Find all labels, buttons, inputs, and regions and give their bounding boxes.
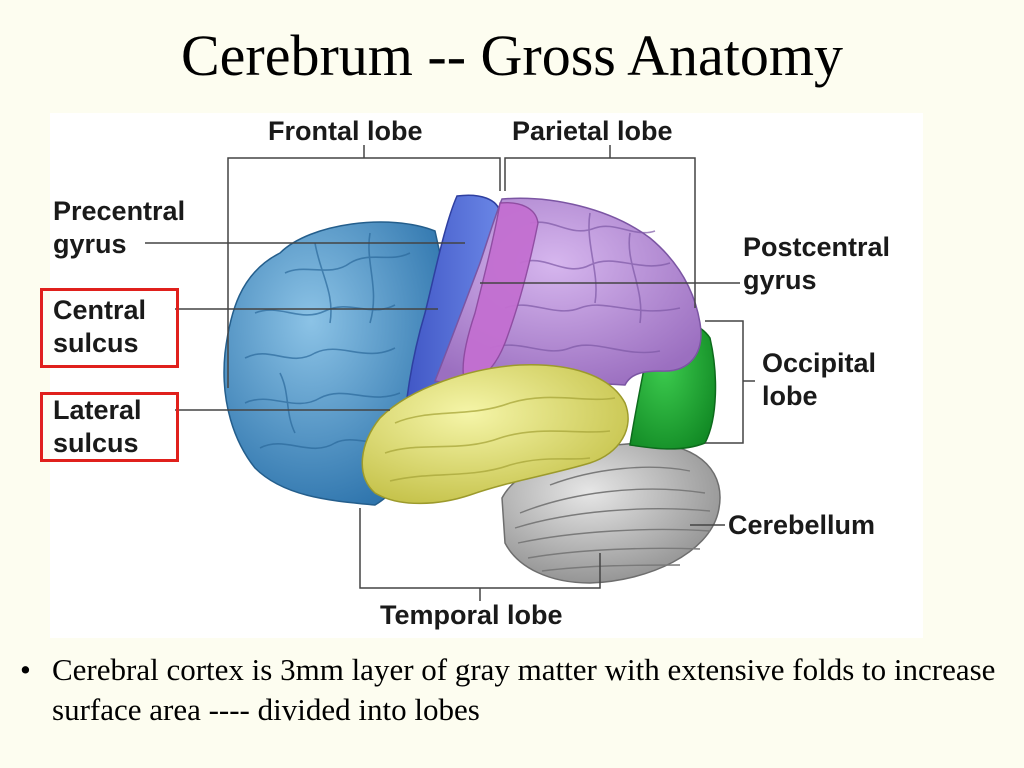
leader-lines [145, 145, 755, 601]
label-lateral-line1: Lateral [53, 395, 142, 425]
frontal-gyri [244, 232, 411, 450]
bullet-item: • Cerebral cortex is 3mm layer of gray m… [14, 650, 1014, 730]
parietal-gyri [489, 212, 681, 354]
label-postcentral-line1: Postcentral [743, 232, 891, 262]
label-postcentral-line2: gyrus [743, 265, 817, 295]
central-sulcus-highlight-box [40, 288, 179, 368]
label-temporal-lobe: Temporal lobe [380, 600, 563, 630]
label-occipital-line2: lobe [762, 381, 818, 411]
bullet-dot-icon: • [20, 652, 31, 687]
temporal-gyri [384, 396, 616, 482]
label-precentral-line1: Precentral [53, 196, 186, 226]
label-central-line1: Central [53, 295, 147, 325]
label-cerebellum: Cerebellum [728, 510, 876, 540]
bullet-list: • Cerebral cortex is 3mm layer of gray m… [14, 650, 1014, 730]
temporal-region [361, 364, 629, 505]
label-frontal-lobe: Frontal lobe [268, 116, 423, 146]
bullet-text: Cerebral cortex is 3mm layer of gray mat… [52, 652, 996, 727]
label-occipital-lobe: Occipital lobe [762, 347, 876, 413]
slide-title: Cerebrum -- Gross Anatomy [180, 23, 844, 88]
label-postcentral-gyrus: Postcentral gyrus [743, 231, 890, 297]
brain-illustration [145, 145, 755, 601]
label-precentral-line2: gyrus [53, 229, 127, 259]
label-precentral-gyrus: Precentral gyrus [53, 195, 185, 261]
label-lateral-sulcus: Lateral sulcus [53, 394, 142, 460]
lateral-sulcus-highlight-box [40, 392, 179, 462]
cerebellum-folia [514, 466, 711, 572]
label-occipital-line1: Occipital [762, 348, 877, 378]
label-central-line2: sulcus [53, 328, 139, 358]
label-parietal-lobe: Parietal lobe [512, 116, 673, 146]
brain-diagram: Frontal lobe Parietal lobe Precentral gy… [40, 113, 923, 638]
label-lateral-line2: sulcus [53, 428, 139, 458]
label-central-sulcus: Central sulcus [53, 294, 146, 360]
